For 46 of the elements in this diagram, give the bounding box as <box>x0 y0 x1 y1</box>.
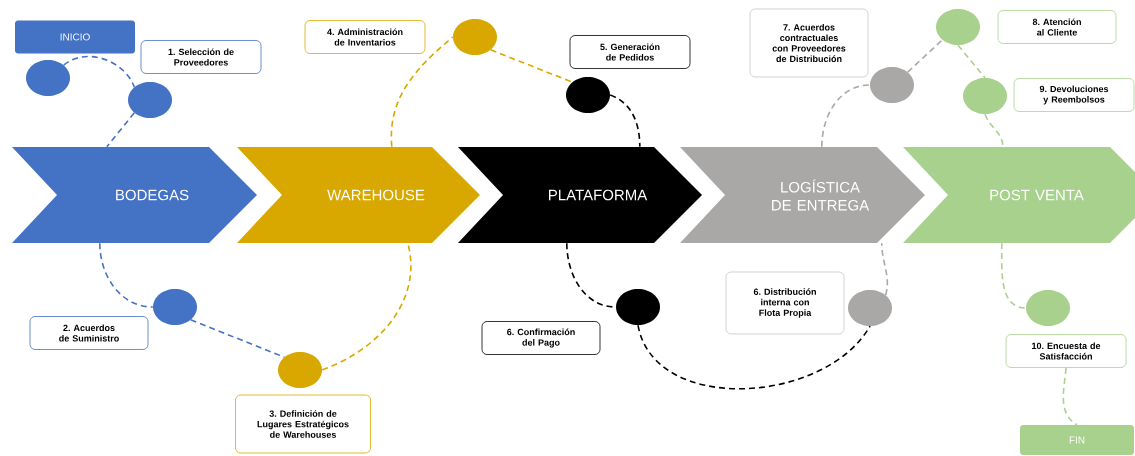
step-label-box: 2. Acuerdos de Suministro <box>29 316 149 350</box>
connector <box>1000 242 1027 309</box>
step-label-box: 1. Selección de Proveedores <box>140 40 262 74</box>
step-circle <box>1026 290 1070 326</box>
step-circle <box>870 67 914 103</box>
connector <box>821 84 871 148</box>
step-circle <box>936 9 980 45</box>
stage-band: BODEGAS <box>12 147 257 243</box>
connector <box>906 39 944 73</box>
connector <box>99 242 154 308</box>
step-label-box: 8. Atención al Cliente <box>997 10 1117 44</box>
stage-band: PLATAFORMA <box>458 147 702 243</box>
step-label-box: 5. Generación de Pedidos <box>569 35 691 69</box>
step-circle <box>278 352 322 388</box>
connector <box>609 94 641 148</box>
step-circle <box>848 290 892 326</box>
connector <box>189 319 286 358</box>
stage-band: POST VENTA <box>903 147 1135 243</box>
connector <box>62 55 136 88</box>
step-label-box: 9. Devoluciones y Reembolsos <box>1013 78 1135 112</box>
connector <box>637 324 871 390</box>
step-label-box: 10. Encuesta de Satisfacción <box>1005 334 1127 368</box>
step-circle <box>566 77 610 113</box>
step-circle <box>453 19 497 55</box>
step-label-box: 6. Distribución interna con Flota Propia <box>725 271 845 335</box>
step-circle <box>963 78 1007 114</box>
connector <box>489 49 574 83</box>
connector <box>1062 367 1078 426</box>
connector <box>321 242 412 371</box>
step-label-box: 3. Definición de Lugares Estratégicos de Warehouses <box>235 394 371 454</box>
start-box: INICIO <box>15 20 135 54</box>
end-box: FIN <box>1020 425 1134 455</box>
step-label-box: 4. Administración de Inventarios <box>304 20 426 54</box>
connector <box>881 242 889 296</box>
step-circle <box>128 82 172 118</box>
stage-band: LOGÍSTICA DE ENTREGA <box>680 147 925 243</box>
connector <box>106 112 136 148</box>
connector <box>390 36 454 148</box>
step-label-box: 6. Confirmación del Pago <box>481 321 601 355</box>
connector <box>984 113 1004 148</box>
stage-band: WAREHOUSE <box>237 147 480 243</box>
step-circle <box>26 60 70 96</box>
step-circle <box>616 289 660 325</box>
connector <box>957 44 986 79</box>
step-label-box: 7. Acuerdos contractuales con Proveedores de Distribución <box>749 8 869 78</box>
step-circle <box>153 289 197 325</box>
